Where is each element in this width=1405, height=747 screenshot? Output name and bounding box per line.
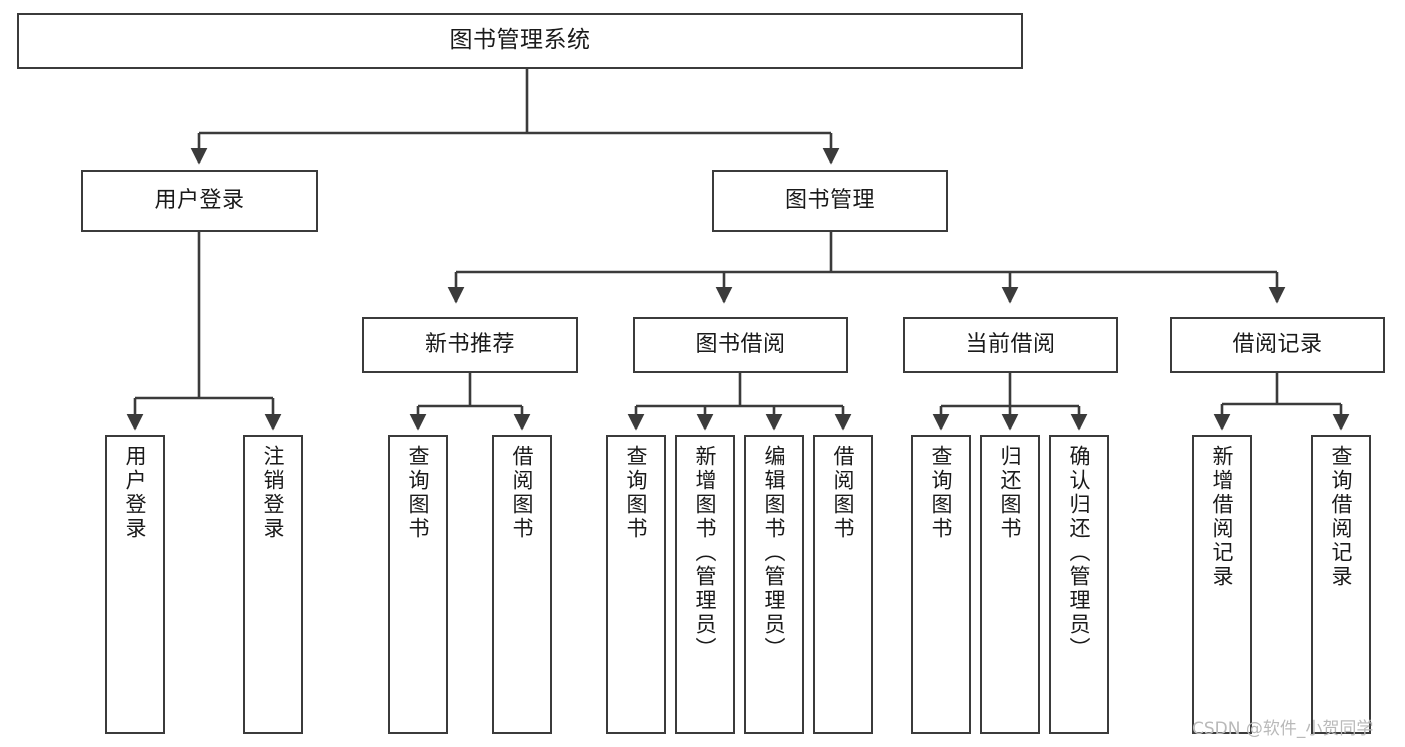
node-label: 用户登录 [154,188,245,214]
node-root-system[interactable]: 图书管理系统 [17,13,1023,69]
leaf-return-book[interactable]: 归还图书 [980,435,1040,734]
node-label: 查询图书 [929,445,954,541]
node-label: 借阅图书 [510,445,535,541]
leaf-add-book-admin[interactable]: 新增图书（管理员） [675,435,735,734]
node-label: 图书管理 [784,188,875,214]
leaf-borrow-book-new[interactable]: 借阅图书 [492,435,552,734]
node-book-manage[interactable]: 图书管理 [712,170,948,232]
leaf-query-book-current[interactable]: 查询图书 [911,435,971,734]
node-label: 编辑图书（管理员） [762,445,787,661]
node-label: 新书推荐 [424,332,515,358]
node-label: 新增借阅记录 [1210,445,1235,589]
node-label: 查询借阅记录 [1329,445,1354,589]
node-label: 当前借阅 [965,332,1056,358]
leaf-query-book-borrow[interactable]: 查询图书 [606,435,666,734]
csdn-watermark: CSDN @软件_小贺同学 [1192,719,1374,739]
leaf-query-borrow-record[interactable]: 查询借阅记录 [1311,435,1371,734]
node-label: 注销登录 [261,445,286,541]
node-new-book-recommend[interactable]: 新书推荐 [362,317,578,373]
leaf-user-login[interactable]: 用户登录 [105,435,165,734]
node-label: 借阅图书 [831,445,856,541]
leaf-logout[interactable]: 注销登录 [243,435,303,734]
node-book-borrow[interactable]: 图书借阅 [633,317,848,373]
node-label: 借阅记录 [1232,332,1323,358]
node-label: 图书管理系统 [449,27,591,54]
leaf-query-book-new[interactable]: 查询图书 [388,435,448,734]
leaf-borrow-book-borrow[interactable]: 借阅图书 [813,435,873,734]
node-label: 归还图书 [998,445,1023,541]
node-label: 新增图书（管理员） [693,445,718,661]
node-borrow-record[interactable]: 借阅记录 [1170,317,1385,373]
node-label: 图书借阅 [695,332,786,358]
leaf-edit-book-admin[interactable]: 编辑图书（管理员） [744,435,804,734]
node-label: 查询图书 [406,445,431,541]
node-user-login[interactable]: 用户登录 [81,170,318,232]
node-label: 用户登录 [123,445,148,541]
leaf-confirm-return-admin[interactable]: 确认归还（管理员） [1049,435,1109,734]
leaf-add-borrow-record[interactable]: 新增借阅记录 [1192,435,1252,734]
node-current-borrow[interactable]: 当前借阅 [903,317,1118,373]
node-label: 查询图书 [624,445,649,541]
node-label: 确认归还（管理员） [1067,445,1092,661]
